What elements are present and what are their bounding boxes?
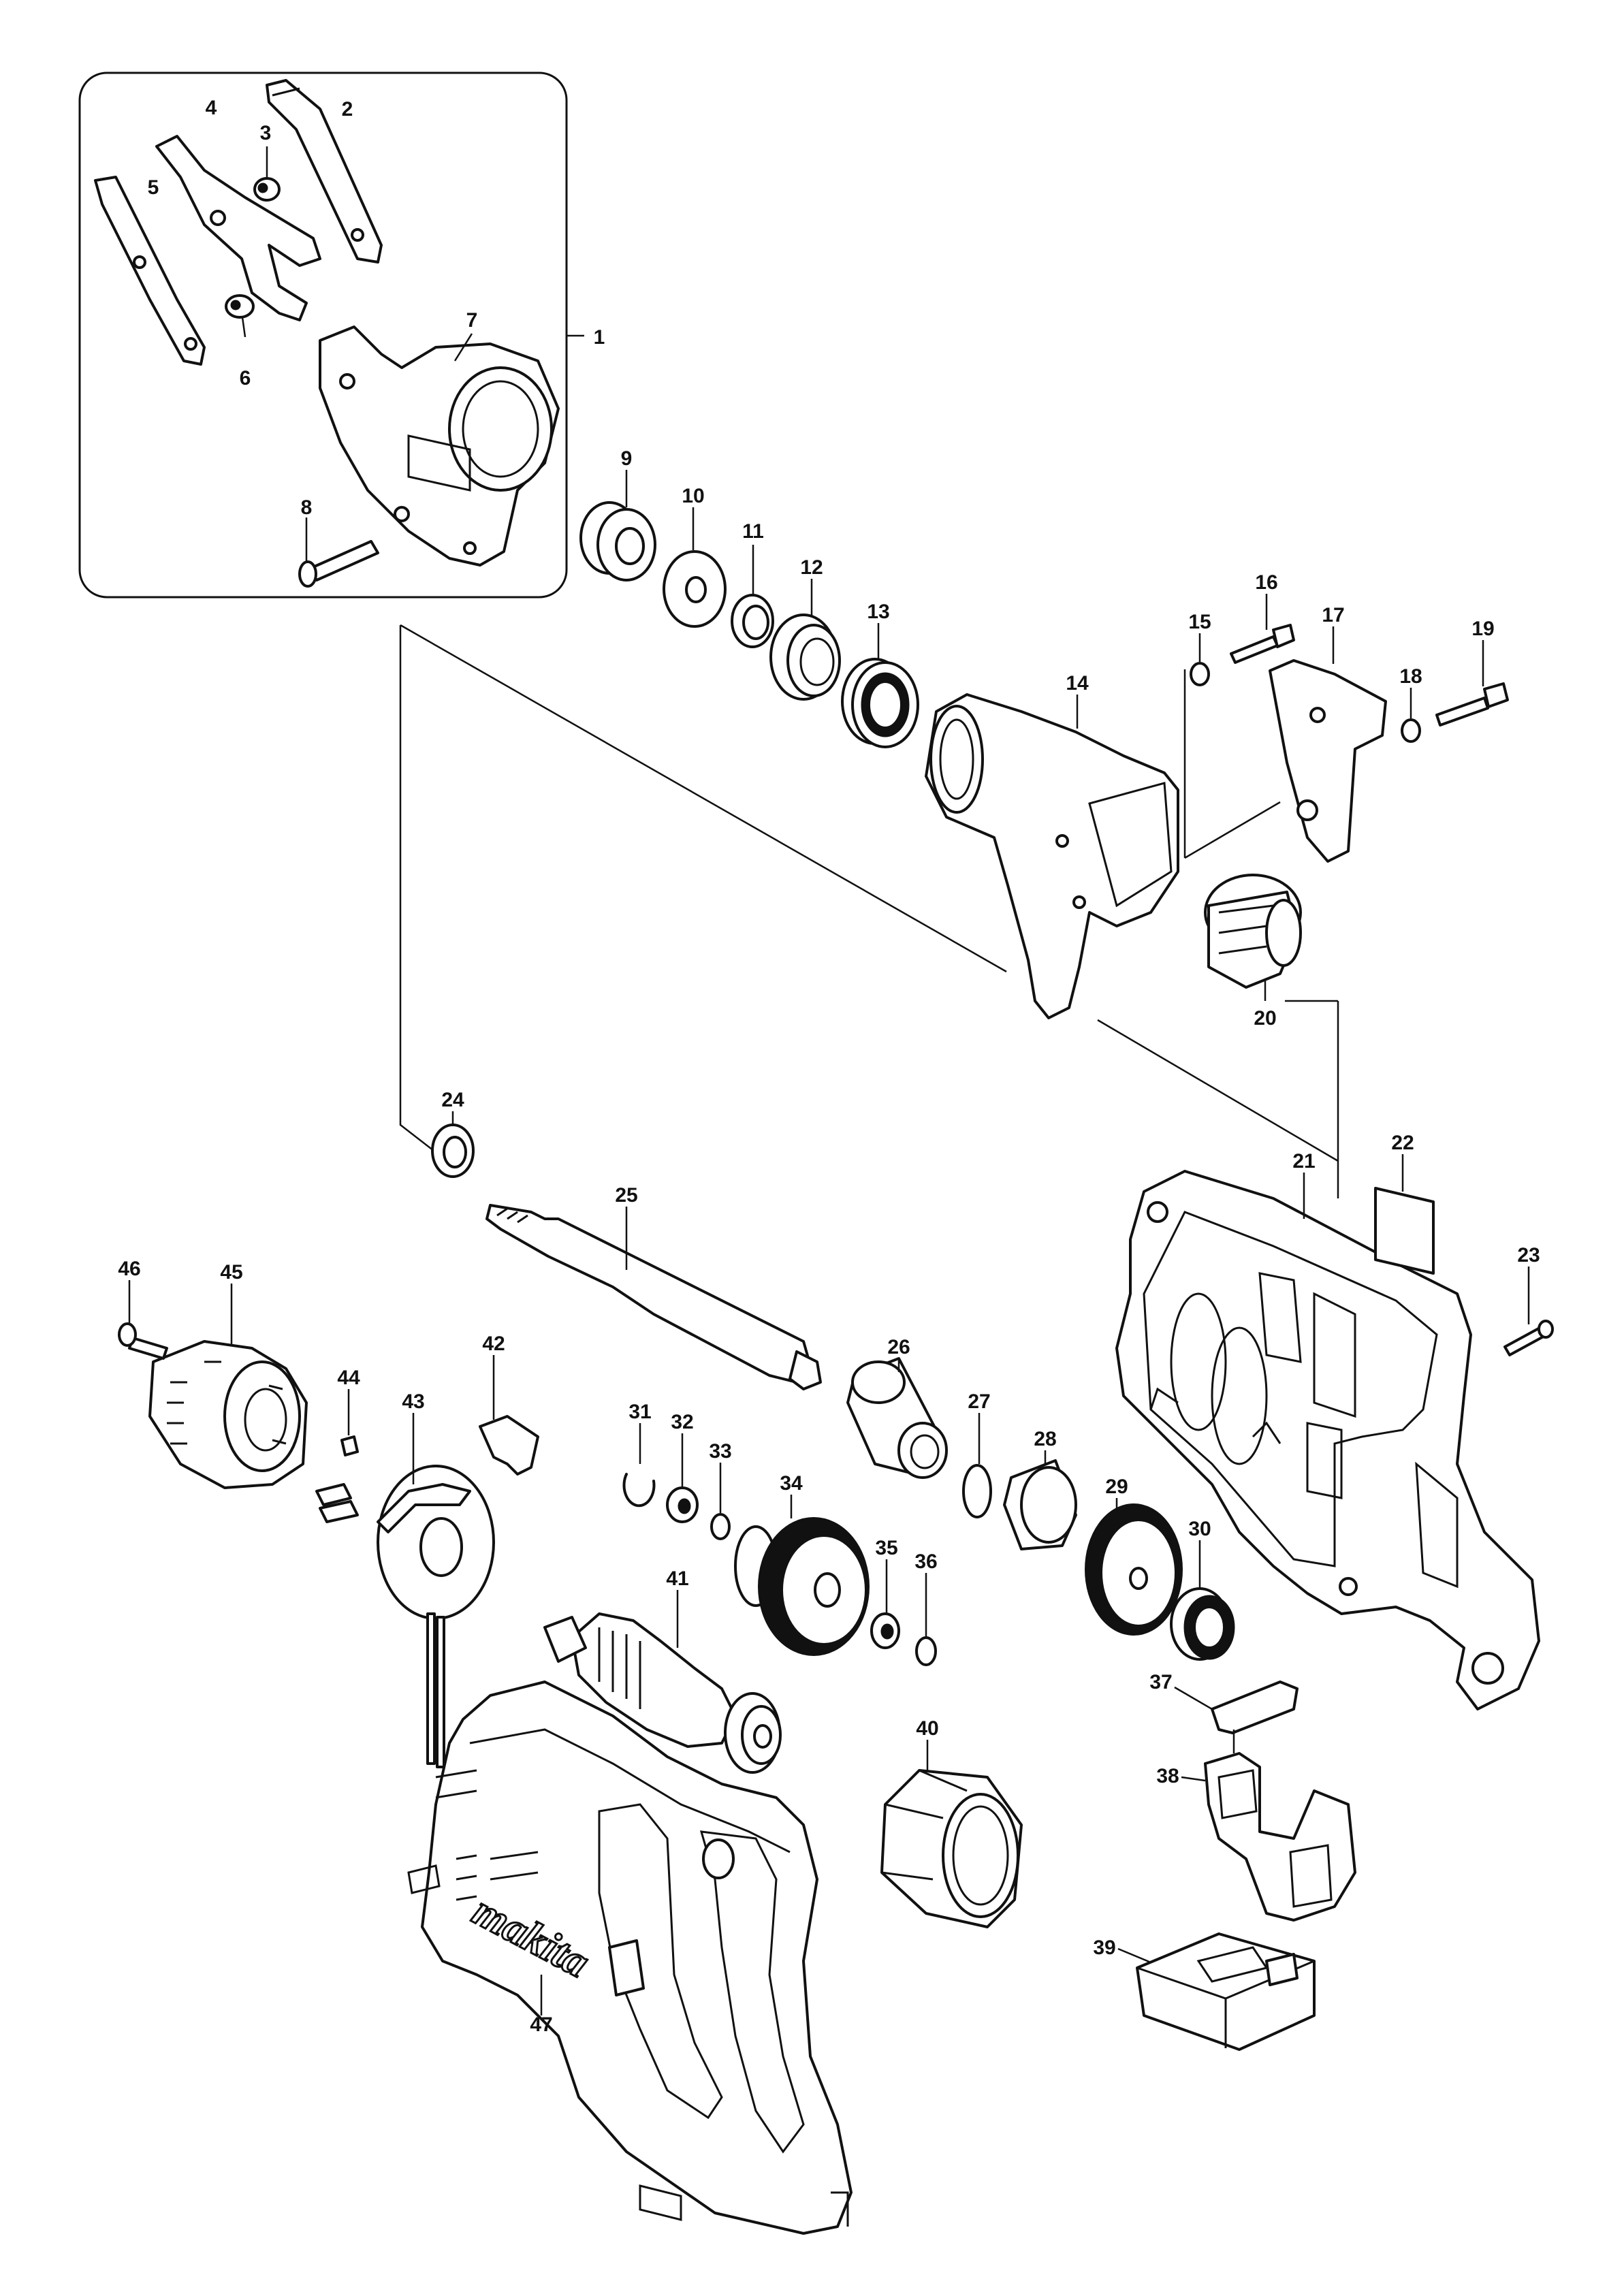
part-31-clip (622, 1423, 656, 1508)
callout-38: 38 (1156, 1765, 1179, 1787)
part-27-o-ring (962, 1413, 992, 1518)
part-10-washer (663, 507, 727, 628)
part-46-screw (118, 1280, 168, 1360)
callout-17: 17 (1322, 604, 1344, 626)
callout-39: 39 (1093, 1937, 1115, 1959)
part-26-sleeve (846, 1357, 948, 1479)
callout-46: 46 (118, 1258, 140, 1280)
part-25-spindle (485, 1204, 822, 1390)
callout-27: 27 (968, 1390, 990, 1413)
part-24-washer (431, 1111, 475, 1178)
part-17-cover (1269, 626, 1387, 863)
callout-31: 31 (628, 1401, 651, 1423)
part-22-label (1374, 1154, 1435, 1275)
part-43-sensor-board (315, 1413, 495, 1768)
callout-labels: 1234567891011121314151617181920212223242… (118, 97, 1540, 2036)
callout-12: 12 (800, 556, 823, 579)
callout-36: 36 (914, 1550, 937, 1573)
callout-30: 30 (1188, 1518, 1211, 1540)
part-39-base (1117, 1932, 1316, 2051)
part-28-sleeve (1003, 1450, 1077, 1550)
callout-24: 24 (441, 1089, 464, 1111)
part-21-housing-half (1115, 1170, 1540, 1710)
callout-7: 7 (466, 309, 478, 332)
callout-42: 42 (482, 1333, 505, 1355)
callout-23: 23 (1517, 1244, 1540, 1267)
part-19-screw (1435, 640, 1509, 727)
callout-9: 9 (621, 447, 633, 470)
part-38-switch (1181, 1730, 1356, 1922)
callout-3: 3 (260, 122, 272, 144)
callout-18: 18 (1399, 665, 1422, 688)
part-40-housing-sleeve (880, 1740, 1023, 1928)
callout-26: 26 (887, 1336, 910, 1358)
callout-11: 11 (742, 520, 764, 543)
part-37-lever (1174, 1680, 1299, 1734)
part-29-gear (1085, 1498, 1183, 1636)
callout-14: 14 (1066, 672, 1089, 695)
guide-lines (399, 624, 1339, 1198)
part-20-switch-holder (1204, 874, 1302, 1001)
part-16-screw (1230, 594, 1295, 664)
part-33-washer (710, 1463, 731, 1540)
callout-32: 32 (671, 1411, 693, 1433)
callout-20: 20 (1254, 1007, 1276, 1030)
callout-43: 43 (402, 1390, 424, 1413)
callout-10: 10 (682, 485, 704, 507)
part-32-bushing (666, 1433, 699, 1523)
callout-21: 21 (1292, 1150, 1315, 1173)
part-13-bearing (841, 623, 919, 748)
part-30-bearing (1170, 1540, 1235, 1661)
callout-19: 19 (1471, 618, 1494, 640)
callout-34: 34 (780, 1472, 803, 1495)
callout-2: 2 (342, 98, 353, 121)
vent-slots (435, 1769, 539, 1901)
callout-1: 1 (594, 326, 605, 349)
callout-41: 41 (666, 1567, 688, 1590)
part-12-clutch-cam (769, 579, 841, 701)
callout-5: 5 (148, 176, 159, 199)
part-18-washer (1401, 688, 1421, 743)
part-11-ring (731, 545, 774, 648)
callout-40: 40 (916, 1717, 938, 1740)
callout-35: 35 (875, 1537, 897, 1559)
part-7-nose-housing (319, 325, 560, 567)
part-14-gear-housing (925, 693, 1179, 1019)
part-6-bushing (225, 294, 255, 338)
callout-8: 8 (301, 496, 313, 519)
part-36-ring (915, 1573, 937, 1666)
part-5-plate (94, 176, 206, 366)
part-47-motor-housing (407, 1680, 853, 2235)
callout-6: 6 (240, 367, 251, 389)
part-23-screw (1503, 1267, 1554, 1356)
part-9-bearing (579, 470, 656, 582)
callout-25: 25 (615, 1184, 637, 1207)
part-2-plate (266, 79, 383, 264)
callout-47: 47 (530, 2013, 552, 2036)
part-42-connector (479, 1355, 539, 1476)
callout-33: 33 (709, 1440, 731, 1463)
callout-15: 15 (1188, 611, 1211, 633)
part-15-washer (1190, 633, 1210, 686)
part-44-magnet (340, 1389, 359, 1456)
callout-13: 13 (867, 601, 889, 623)
part-8-screw (298, 517, 379, 588)
callout-37: 37 (1149, 1671, 1172, 1693)
part-4-lever (155, 135, 321, 321)
part-34-gear (734, 1495, 870, 1656)
part-35-bushing (870, 1559, 900, 1649)
part-41-armature (543, 1590, 782, 1774)
callout-45: 45 (220, 1261, 242, 1284)
callout-44: 44 (337, 1367, 360, 1389)
part-45-fan-baffle (148, 1284, 308, 1489)
callout-4: 4 (206, 97, 217, 119)
part-3-bushing (253, 146, 281, 202)
callout-16: 16 (1255, 571, 1277, 594)
callout-28: 28 (1034, 1428, 1056, 1450)
callout-29: 29 (1105, 1476, 1128, 1498)
callout-22: 22 (1391, 1132, 1414, 1154)
